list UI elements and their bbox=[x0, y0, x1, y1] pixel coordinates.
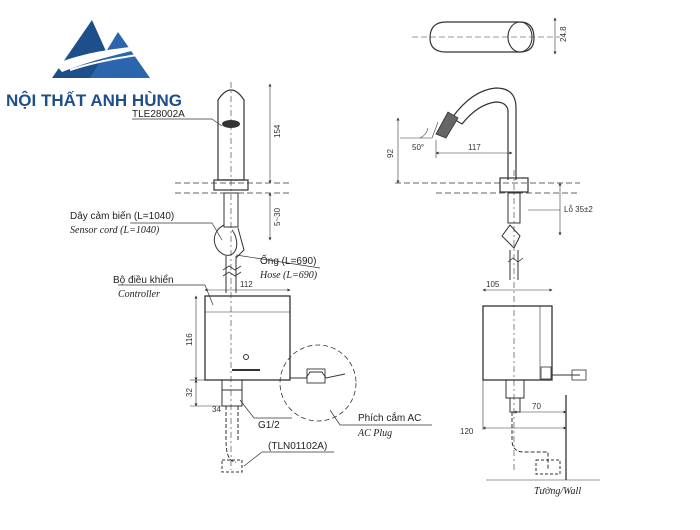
sensor-cord bbox=[213, 224, 238, 256]
dim-117: 117 bbox=[468, 143, 481, 152]
dim-112: 112 bbox=[240, 280, 253, 289]
controller-label-en: Controller bbox=[118, 289, 160, 300]
dim-5-30: 5~30 bbox=[273, 207, 282, 226]
faucet-body bbox=[217, 89, 245, 181]
triangle-mountain-logo-icon bbox=[52, 20, 160, 78]
dim-120: 120 bbox=[460, 427, 474, 436]
ac-plug-detail bbox=[279, 344, 357, 422]
faucet-model: TLE28002A bbox=[132, 109, 185, 120]
ac-plug-label-en: AC Plug bbox=[357, 428, 392, 439]
hose-label: Ống (L=690) bbox=[260, 253, 316, 267]
gooseneck-spout bbox=[451, 87, 517, 180]
wall-label: Tường/Wall bbox=[534, 486, 581, 497]
controller-side bbox=[482, 305, 553, 381]
thread-label: G1/2 bbox=[258, 420, 280, 431]
dim-154: 154 bbox=[273, 124, 282, 138]
front-view bbox=[118, 82, 432, 473]
shank bbox=[223, 192, 239, 228]
spout-top-view bbox=[429, 21, 535, 53]
controller-box bbox=[204, 295, 291, 381]
dim-105: 105 bbox=[486, 280, 500, 289]
dim-116: 116 bbox=[185, 333, 194, 346]
dim-70: 70 bbox=[532, 402, 541, 411]
faucet-base bbox=[213, 179, 249, 191]
brand-name: NỘI THẤT ANH HÙNG bbox=[6, 91, 182, 110]
valve-model: (TLN01102A) bbox=[268, 441, 327, 452]
controller-label: Bộ điều khiển bbox=[113, 274, 174, 286]
valve-outlet bbox=[221, 379, 243, 407]
dim-24-8: 24.8 bbox=[559, 26, 568, 42]
sensor-cord-label-en: Sensor cord (L=1040) bbox=[70, 225, 160, 236]
ac-plug-label: Phích cắm AC bbox=[358, 411, 421, 424]
hose-label-en: Hose (L=690) bbox=[259, 270, 318, 281]
dim-92: 92 bbox=[386, 149, 395, 158]
dim-34: 34 bbox=[212, 405, 221, 414]
logo: NỘI THẤT ANH HÙNG bbox=[6, 20, 182, 110]
dim-32: 32 bbox=[185, 388, 194, 397]
sensor-eye bbox=[222, 120, 240, 128]
controller-button bbox=[243, 354, 249, 360]
dim-angle-50: 50° bbox=[412, 143, 424, 152]
side-view bbox=[395, 17, 600, 481]
dim-hole-35: Lỗ 35±2 bbox=[564, 205, 593, 214]
sensor-cord-label: Dây cảm biến (L=1040) bbox=[70, 210, 174, 222]
